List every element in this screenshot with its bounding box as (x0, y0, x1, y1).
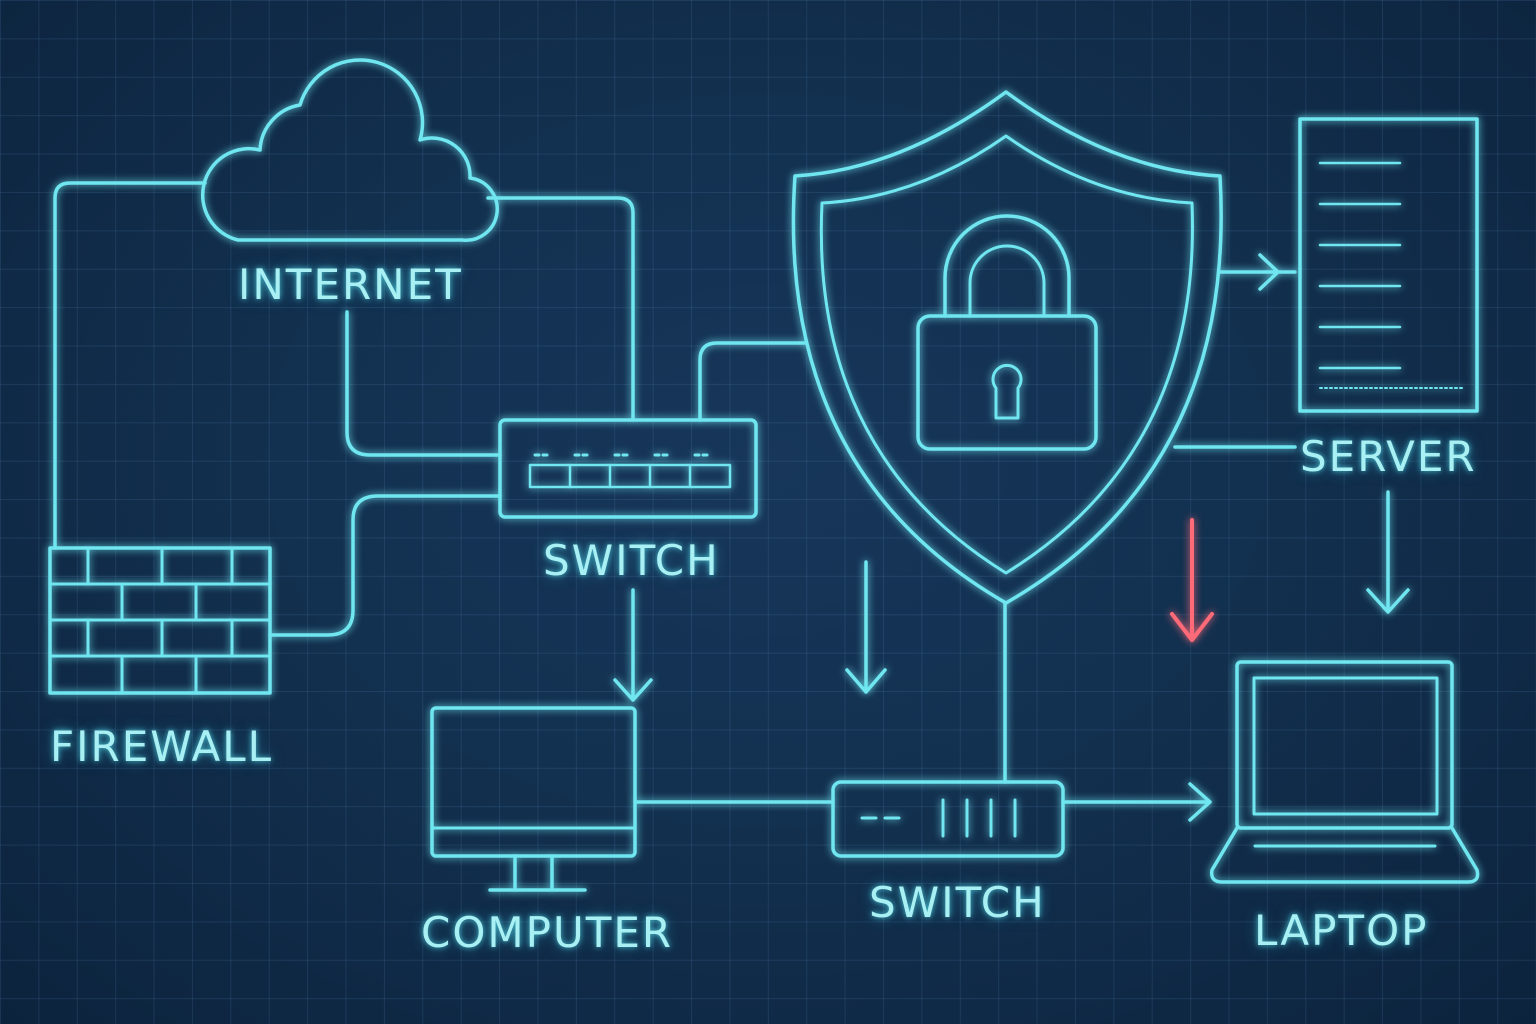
laptop-icon (1209, 660, 1480, 884)
switch-icon (831, 780, 1065, 858)
label-firewall: FIREWALL (50, 722, 274, 771)
label-laptop: LAPTOP (1254, 906, 1429, 955)
alert-arrow-red (1170, 518, 1214, 642)
link-cloud-firewall (53, 181, 207, 550)
link-internet-switch (345, 310, 502, 457)
arrow-down-center (845, 560, 887, 694)
firewall-icon (48, 546, 272, 695)
cloud-icon (200, 58, 500, 243)
link-switch-computer-arrow (613, 588, 653, 702)
label-switch-bottom: SWITCH (869, 878, 1046, 927)
link-shield-server-arrow (1218, 253, 1297, 291)
label-internet: INTERNET (238, 260, 463, 309)
link-firewall-switch (268, 494, 502, 637)
server-icon (1298, 117, 1479, 413)
label-switch-top: SWITCH (543, 536, 720, 585)
arrow-server-laptop (1366, 490, 1410, 614)
shield-icon (791, 90, 1223, 605)
label-computer: COMPUTER (421, 908, 674, 957)
label-server: SERVER (1300, 432, 1477, 481)
computer-icon (430, 706, 637, 892)
link-switch2-laptop-arrow (1061, 782, 1212, 822)
switch-icon (498, 418, 758, 519)
link-cloud-switch (486, 196, 635, 422)
link-switch-shield (698, 341, 807, 422)
lock-icon (916, 214, 1098, 451)
